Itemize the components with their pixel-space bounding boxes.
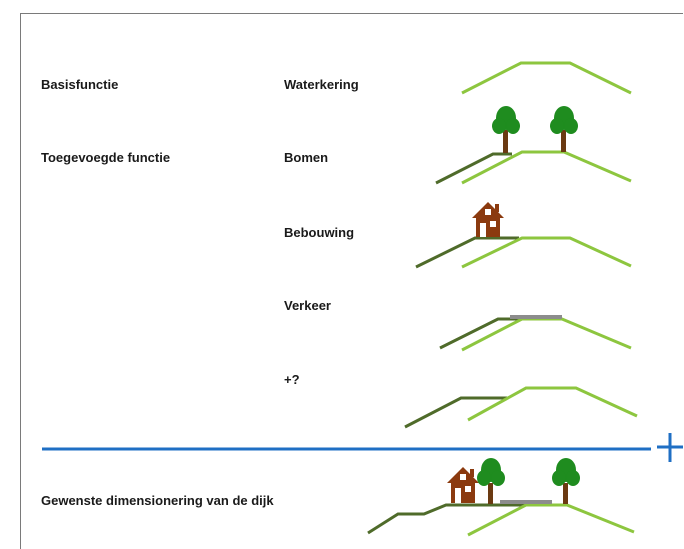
- dike-profile-light: [467, 503, 635, 537]
- bebouwing-label: Bebouwing: [284, 225, 355, 240]
- dike-profile-light: [467, 386, 638, 422]
- dike-combined: [367, 458, 635, 537]
- tree-icon: [550, 106, 578, 152]
- dike-profile-light: [461, 150, 632, 185]
- toegevoegde-functie-label: Toegevoegde functie: [41, 150, 171, 165]
- plus-icon: [657, 433, 683, 462]
- tree-icon: [492, 106, 520, 153]
- berm-dark: [404, 396, 507, 429]
- dike-profile-light: [461, 236, 632, 269]
- berm-dark: [367, 503, 525, 535]
- dike-bomen: [435, 106, 632, 185]
- dike-profile-waterkering: [461, 61, 632, 95]
- house-icon: [472, 202, 504, 237]
- plus-question-label: +?: [284, 372, 300, 387]
- gewenste-dimensionering-label: Gewenste dimensionering van de dijk: [41, 493, 274, 508]
- tree-icon: [552, 458, 580, 504]
- figure-frame: [20, 13, 683, 549]
- road-surface: [500, 500, 552, 504]
- berm-dark: [415, 236, 519, 269]
- tree-icon: [477, 458, 505, 504]
- dike-other: [404, 386, 638, 429]
- road-surface: [510, 315, 562, 319]
- berm-dark: [435, 152, 512, 185]
- bomen-label: Bomen: [284, 150, 329, 165]
- basisfunctie-label: Basisfunctie: [41, 77, 119, 92]
- dike-verkeer: [439, 315, 632, 352]
- waterkering-label: Waterkering: [284, 77, 359, 92]
- dike-bebouwing: [415, 202, 632, 269]
- verkeer-label: Verkeer: [284, 298, 331, 313]
- house-icon: [447, 467, 479, 503]
